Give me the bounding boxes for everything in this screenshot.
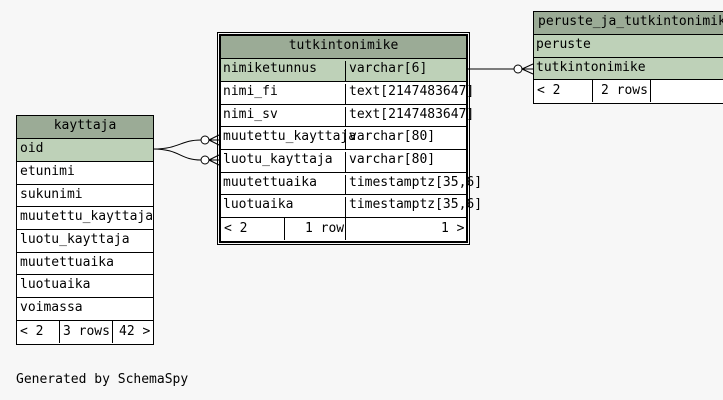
row-count: 1 row [305,221,345,236]
column-type: varchar[80] [349,129,436,144]
table-row[interactable]: oid [17,139,153,162]
column-name: oid [20,141,44,156]
table-row[interactable]: etunimi [17,162,153,185]
relation-optional-marker [513,64,523,74]
column-name: nimi_fi [223,84,278,99]
column-type: timestamptz[35,6] [349,175,483,190]
table-title: kayttaja [53,118,117,133]
footer-divider [284,218,285,240]
relation-crowfoot-marker [521,63,534,75]
relation-crowfoot-marker [208,134,220,146]
footer-divider [592,80,593,102]
column-divider [345,129,346,149]
column-type: varchar[6] [349,61,428,76]
relation-crowfoot-marker [208,154,220,166]
row-count: 2 rows [601,83,648,98]
children-link[interactable]: 42 > [119,324,151,339]
column-name: nimiketunnus [223,61,317,76]
table-row[interactable]: luotuaika [17,275,153,298]
footer-divider [112,321,113,343]
parents-link[interactable]: < 2 [224,221,248,236]
column-divider [345,197,346,217]
column-name: tutkintonimike [536,60,646,75]
column-divider [345,107,346,126]
column-divider [345,152,346,172]
table-tutkintonimike[interactable]: tutkintonimike nimiketunnus varchar[6] n… [217,32,482,245]
table-row[interactable]: tutkintonimike [534,58,723,80]
column-name: muutettu_kayttaja [20,209,154,224]
table-row[interactable]: nimi_fi text[2147483647] [221,82,474,105]
parents-link[interactable]: < 2 [537,83,561,98]
column-name: luotuaika [20,277,91,292]
relation-muutettu-kayttaja [152,139,202,150]
table-row[interactable]: nimi_sv text[2147483647] [221,105,474,127]
table-header[interactable]: tutkintonimike [221,36,466,59]
column-name: etunimi [20,164,75,179]
relation-optional-marker [200,135,210,145]
table-title: peruste_ja_tutkintonimike [538,14,723,29]
column-type: text[2147483647] [349,107,475,122]
table-row[interactable]: sukunimi [17,185,153,207]
table-footer: < 2 1 row 1 > [221,218,466,240]
table-footer: < 2 2 rows [534,80,723,102]
column-name: luotu_kayttaja [20,232,130,247]
table-row[interactable]: muutettuaika [17,253,153,275]
table-header[interactable]: peruste_ja_tutkintonimike [534,12,723,35]
row-count: 3 rows [63,324,110,339]
column-name: luotuaika [223,197,294,212]
column-name: muutettuaika [223,175,317,190]
table-row[interactable]: luotu_kayttaja varchar[80] [221,150,466,173]
table-header[interactable]: kayttaja [17,116,153,139]
column-divider [345,175,346,194]
table-row[interactable]: nimiketunnus varchar[6] [221,59,466,82]
column-divider [345,84,346,104]
table-row[interactable]: luotuaika timestamptz[35,6] [221,195,482,218]
table-row[interactable]: peruste [534,35,723,58]
column-name: peruste [536,37,591,52]
column-name: sukunimi [20,187,83,202]
column-type: text[2147483647] [349,84,475,99]
table-row[interactable]: luotu_kayttaja [17,230,153,253]
column-name: muutettu_kayttaja [223,129,357,144]
table-row[interactable]: voimassa [17,298,153,321]
footer-divider [650,80,651,102]
children-link[interactable]: 1 > [441,221,465,236]
column-name: voimassa [20,300,83,315]
parents-link[interactable]: < 2 [20,324,44,339]
table-row[interactable]: muutettu_kayttaja [17,207,153,230]
column-name: nimi_sv [223,107,278,122]
table-row[interactable]: muutettu_kayttaja varchar[80] [221,127,466,150]
footer-divider [345,218,346,240]
footer-divider [59,321,60,343]
relation-luotu-kayttaja [152,148,202,161]
table-row[interactable]: muutettuaika timestamptz[35,6] [221,173,482,195]
column-type: timestamptz[35,6] [349,197,483,212]
generated-by-note: Generated by SchemaSpy [16,372,189,387]
table-peruste-ja-tutkintonimike[interactable]: peruste_ja_tutkintonimike peruste tutkin… [533,11,723,104]
column-name: luotu_kayttaja [223,152,333,167]
column-type: varchar[80] [349,152,436,167]
table-title: tutkintonimike [288,38,399,53]
table-kayttaja[interactable]: kayttaja oid etunimi sukunimi muutettu_k… [16,115,154,345]
column-divider [345,61,346,81]
relation-optional-marker [200,155,210,165]
table-footer: < 2 3 rows 42 > [17,321,153,343]
column-name: muutettuaika [20,255,114,270]
